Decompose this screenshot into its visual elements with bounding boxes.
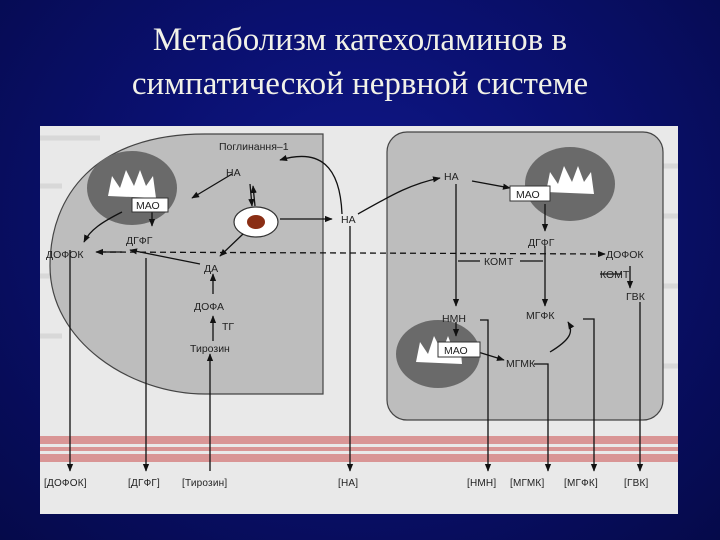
metabolism-diagram: Поглинання–1 НА МАО ДОФОК ДГФГ ДА ДОФА Т… [40,126,678,514]
neuron-tyrosine: Тирозин [190,343,230,355]
plasma-dopok: [ДОФОК] [44,478,87,489]
outside-gvk: ГВК [626,291,646,303]
effector-mgfk: МГФК [526,310,555,322]
neuron-mao: МАО [136,200,160,212]
effector-komt: КОМТ [484,256,514,268]
mao-box-effector-top [509,185,551,202]
effector-na: НА [444,171,459,183]
outside-dopok: ДОФОК [606,249,644,261]
plasma-nmn: [НМН] [467,478,496,489]
effector-dgfg: ДГФГ [528,237,555,249]
title-line-1: Метаболизм катехоламинов в [152,22,568,58]
effector-mao-bottom: МАО [444,345,468,357]
mao-box-effector-bottom [437,341,481,358]
diagram-canvas: Поглинання–1 НА МАО ДОФОК ДГФГ ДА ДОФА Т… [40,131,678,489]
mitochondrion-neuron [87,151,177,225]
plasma-mgfk: [МГФК] [564,478,598,489]
neuron-dgfg: ДГФГ [126,235,153,247]
mitochondrion-effector-top [525,147,615,221]
mao-box-neuron [131,197,169,213]
neuron-dopok: ДОФОК [46,249,84,261]
plasma-na: [НА] [338,478,358,489]
effector-mgmk: МГМК [506,358,536,370]
neuron-da: ДА [204,263,218,275]
neuron-tg: ТГ [222,321,234,333]
title-line-2: симпатической нервной системе [131,66,589,102]
plasma-mgmk: [МГМК] [510,478,544,489]
neuron-dofa: ДОФА [194,301,224,313]
plasma-dgfg: [ДГФГ] [128,478,160,489]
outside-komt: КОМТ [600,269,630,281]
synapse-na: НА [341,214,356,226]
slide-title: Метаболизм катехоламинов в симпатической… [0,18,720,106]
effector-mao-top: МАО [516,189,540,201]
plasma-tyrosine: [Тирозин] [182,478,227,489]
plasma-gvk: [ГВК] [624,478,648,489]
uptake-label: Поглинання–1 [219,141,289,153]
storage-vesicle [233,206,279,238]
neuron-na: НА [226,167,241,179]
effector-nmn: НМН [442,313,466,325]
blood-vessel-band [40,436,678,462]
reaction-arrows [66,154,644,472]
